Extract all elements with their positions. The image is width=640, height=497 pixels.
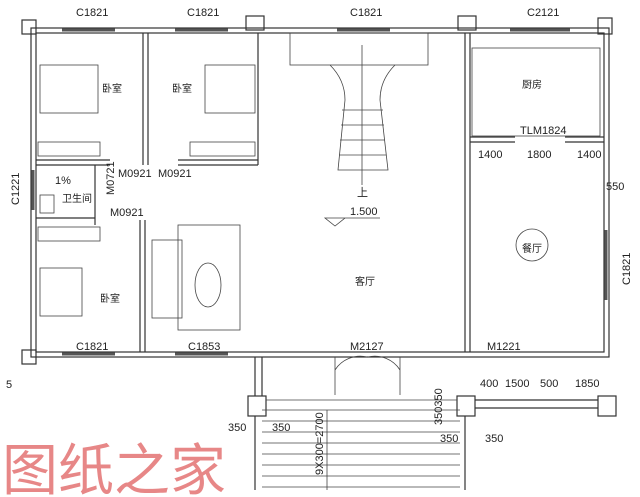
stair-up-label: 上: [357, 186, 368, 199]
sofa: [151, 239, 183, 319]
rug: [177, 224, 241, 331]
dimension-label: 350: [228, 422, 246, 434]
axis-marker: 5: [6, 379, 12, 391]
dimension-label: 350: [272, 422, 290, 434]
wardrobe: [37, 226, 101, 242]
door-label: M0921: [118, 168, 152, 180]
windows: [31, 28, 608, 356]
bed: [204, 64, 256, 114]
staircase: [289, 32, 429, 185]
elevation-marker: [323, 217, 380, 227]
dimension-label: 400: [480, 378, 498, 390]
toilet: [39, 194, 55, 214]
room-label-living: 客厅: [355, 275, 375, 288]
dimension-label: 1400: [577, 149, 601, 161]
dimension-label: 550: [606, 181, 624, 193]
coffee-table: [194, 262, 222, 308]
room-label-kitchen: 厨房: [522, 78, 542, 91]
room-label-dining: 餐厅: [522, 242, 542, 255]
window-label: C1853: [188, 341, 220, 353]
window-label: C1221: [10, 173, 22, 205]
dimension-label: 1850: [575, 378, 599, 390]
room-label-bedroom: 卧室: [172, 82, 192, 95]
dimension-label: 1400: [478, 149, 502, 161]
wardrobe: [189, 141, 256, 157]
dimension-label: 1800: [527, 149, 551, 161]
porch: [247, 355, 617, 490]
window-label: C1821: [350, 7, 382, 19]
window-label: C2121: [527, 7, 559, 19]
elevation-label: 1.500: [350, 206, 378, 218]
window-label: C1821: [187, 7, 219, 19]
slope-label: 1%: [55, 175, 71, 187]
furniture: [37, 47, 601, 331]
dimension-label: 1500: [505, 378, 529, 390]
room-label-bedroom: 卧室: [100, 292, 120, 305]
wardrobe: [37, 141, 101, 157]
dimension-label: 350350: [433, 388, 445, 425]
bed: [39, 64, 99, 114]
dimension-label: 350: [440, 433, 458, 445]
door-label: M0921: [110, 207, 144, 219]
window-label: C1821: [621, 253, 633, 285]
room-label-bedroom: 卧室: [102, 82, 122, 95]
bed: [39, 267, 83, 317]
dining-table: [515, 228, 549, 262]
kitchen-counter: [471, 47, 601, 137]
door-label: TLM1824: [520, 125, 566, 137]
dimension-label: 350: [485, 433, 503, 445]
dimension-label: 500: [540, 378, 558, 390]
door-label: M0921: [158, 168, 192, 180]
door-label: M1221: [487, 341, 521, 353]
window-label: C1821: [76, 7, 108, 19]
door-label: M2127: [350, 341, 384, 353]
watermark: 图纸之家: [2, 439, 226, 497]
dimension-label: 9X300=2700: [314, 412, 326, 475]
room-label-bathroom: 卫生间: [62, 192, 92, 205]
door-label: M0721: [105, 161, 117, 195]
window-label: C1821: [76, 341, 108, 353]
